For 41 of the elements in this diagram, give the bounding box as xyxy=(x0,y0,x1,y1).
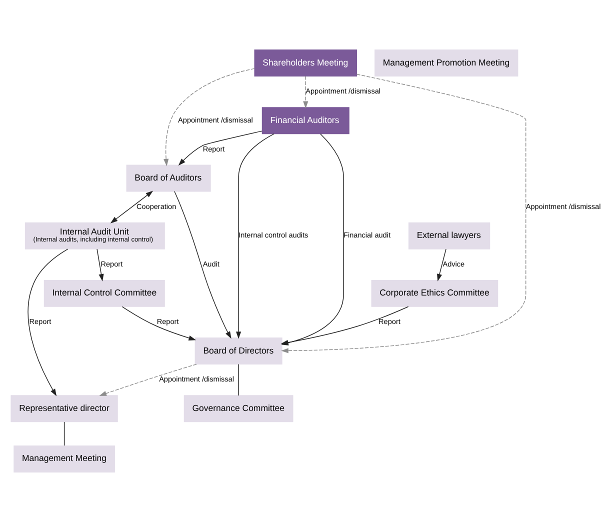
node-box: Shareholders Meeting xyxy=(254,49,358,76)
arrow xyxy=(174,190,232,338)
arrow xyxy=(122,306,196,340)
node-box: Management Promotion Meeting xyxy=(374,49,518,76)
arrow xyxy=(99,363,197,396)
arrow xyxy=(280,306,409,345)
node-box: Representative director xyxy=(10,394,118,422)
arrow xyxy=(437,248,446,281)
node-box: Management Meeting xyxy=(14,444,115,472)
edge-label: Appointment /dismissal xyxy=(178,114,253,124)
edge-label: Report xyxy=(156,316,179,326)
arrow xyxy=(28,248,68,396)
node-box: External lawyers xyxy=(408,222,490,249)
node-box: Board of Auditors xyxy=(126,164,211,192)
edge-label: Report xyxy=(202,144,225,153)
arrow xyxy=(110,190,154,223)
edge-label: Report xyxy=(29,316,52,326)
edge-label: Appointment /dismissal xyxy=(526,201,601,210)
edge-label: Financial audit xyxy=(344,230,391,240)
edge-label: Audit xyxy=(202,258,220,268)
edge-label: Report xyxy=(100,258,123,268)
arrow xyxy=(236,132,274,338)
edge-label: Cooperation xyxy=(136,201,176,210)
arrow xyxy=(281,132,344,345)
arrow xyxy=(303,75,308,108)
connector xyxy=(64,421,65,446)
node-box: Internal Control Committee xyxy=(44,279,165,306)
arrow xyxy=(178,130,262,166)
arrow xyxy=(281,73,526,353)
edge-label: Appointment /dismissal xyxy=(159,374,234,384)
edge-label: Internal control audits xyxy=(238,230,308,240)
connector xyxy=(238,363,239,396)
node-box: Governance Committee xyxy=(184,394,294,422)
node-box: Financial Auditors xyxy=(262,106,350,134)
node-box: Corporate Ethics Committee xyxy=(371,279,498,306)
edge-label: Report xyxy=(378,316,400,326)
edge-label: Advice xyxy=(442,258,465,268)
edge-label: Appointment /dismissal xyxy=(306,86,381,96)
arrow xyxy=(96,248,104,281)
node-box: Board of Directors xyxy=(194,337,282,364)
arrow xyxy=(164,68,255,166)
